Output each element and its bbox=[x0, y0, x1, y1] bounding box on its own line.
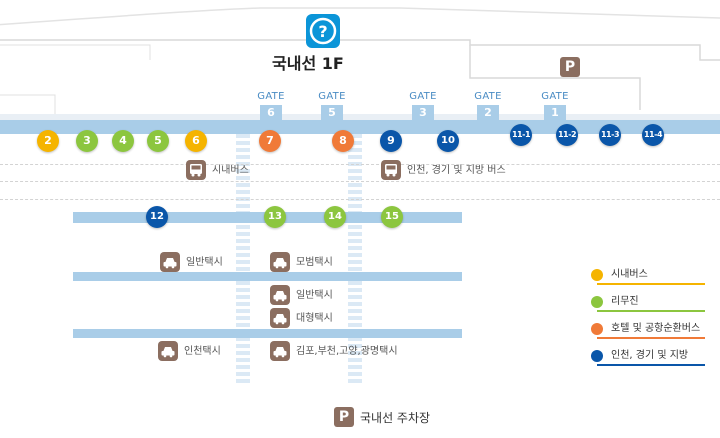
model-taxi-label: 모범택시 bbox=[296, 257, 333, 268]
legend-swatch-city-bus bbox=[591, 269, 603, 281]
gate-6: GATE 6 bbox=[256, 91, 286, 121]
legend-swatch-limousine bbox=[591, 296, 603, 308]
legend-label-hotel-bus: 호텔 및 공항순환버스 bbox=[611, 323, 701, 334]
bus-stop-7: 7 bbox=[259, 130, 281, 152]
lane-divider bbox=[0, 164, 720, 165]
gate-number: 5 bbox=[321, 105, 343, 121]
bus-stop-9: 9 bbox=[380, 130, 402, 152]
bus-stop-12: 12 bbox=[146, 206, 168, 228]
bus-stop-6: 6 bbox=[185, 130, 207, 152]
gate-3: GATE 3 bbox=[408, 91, 438, 121]
taxi-icon bbox=[270, 285, 290, 305]
lane-divider bbox=[0, 181, 720, 182]
bus-stop-4: 4 bbox=[112, 130, 134, 152]
legend-label-limousine: 리무진 bbox=[611, 296, 639, 307]
legend-underline bbox=[597, 364, 705, 366]
gate-1: GATE 1 bbox=[540, 91, 570, 121]
bus-stop-8: 8 bbox=[332, 130, 354, 152]
gate-label: GATE bbox=[257, 91, 285, 102]
legend-swatch-regional-bus bbox=[591, 350, 603, 362]
domestic-parking-label: 국내선 주차장 bbox=[360, 411, 431, 425]
taxi-icon bbox=[158, 341, 178, 361]
legend-label-regional-bus: 인천, 경기 및 지방 bbox=[611, 350, 689, 361]
bus-stop-11-2: 11-2 bbox=[556, 124, 578, 146]
incheon-bus-label: 인천, 경기 및 지방 버스 bbox=[407, 165, 506, 176]
legend-underline bbox=[597, 337, 705, 339]
bus-stop-5: 5 bbox=[147, 130, 169, 152]
lane-taxi-1 bbox=[73, 272, 462, 281]
legend-label-city-bus: 시내버스 bbox=[611, 269, 648, 280]
gate-5: GATE 5 bbox=[317, 91, 347, 121]
lane-divider bbox=[0, 199, 720, 200]
bus-stop-11-3: 11-3 bbox=[599, 124, 621, 146]
parking-icon: P bbox=[560, 57, 580, 77]
bus-stop-2: 2 bbox=[37, 130, 59, 152]
info-glyph: ? bbox=[318, 22, 327, 41]
incheon-taxi-label: 인천택시 bbox=[184, 346, 221, 357]
bus-stop-14: 14 bbox=[324, 206, 346, 228]
city-bus-label: 시내버스 bbox=[212, 165, 249, 176]
gate-number: 1 bbox=[544, 105, 566, 121]
bus-stop-10: 10 bbox=[437, 130, 459, 152]
parking-icon: P bbox=[334, 407, 354, 427]
bus-stop-13: 13 bbox=[264, 206, 286, 228]
bus-stop-11-1: 11-1 bbox=[510, 124, 532, 146]
gate-number: 2 bbox=[477, 105, 499, 121]
information-icon: ? bbox=[306, 14, 340, 48]
gate-label: GATE bbox=[474, 91, 502, 102]
legend-underline bbox=[597, 283, 705, 285]
gate-2: GATE 2 bbox=[473, 91, 503, 121]
taxi-icon bbox=[270, 252, 290, 272]
bus-icon bbox=[381, 160, 401, 180]
gate-number: 6 bbox=[260, 105, 282, 121]
legend-underline bbox=[597, 310, 705, 312]
floor-title: 국내선 1F bbox=[272, 54, 344, 73]
crosswalk bbox=[348, 134, 362, 386]
bus-icon bbox=[186, 160, 206, 180]
large-taxi-label: 대형택시 bbox=[296, 313, 333, 324]
general-taxi-label-2: 일반택시 bbox=[296, 290, 333, 301]
legend-swatch-hotel-bus bbox=[591, 323, 603, 335]
gate-number: 3 bbox=[412, 105, 434, 121]
lane-taxi-2 bbox=[73, 329, 462, 338]
gimpo-taxi-label: 김포,부천,고양,광명택시 bbox=[296, 346, 398, 357]
gate-label: GATE bbox=[409, 91, 437, 102]
general-taxi-label-1: 일반택시 bbox=[186, 257, 223, 268]
taxi-icon bbox=[270, 308, 290, 328]
taxi-icon bbox=[160, 252, 180, 272]
crosswalk bbox=[236, 134, 250, 386]
taxi-icon bbox=[270, 341, 290, 361]
gate-label: GATE bbox=[318, 91, 346, 102]
bus-stop-15: 15 bbox=[381, 206, 403, 228]
bus-stop-3: 3 bbox=[76, 130, 98, 152]
bus-stop-11-4: 11-4 bbox=[642, 124, 664, 146]
gate-label: GATE bbox=[541, 91, 569, 102]
